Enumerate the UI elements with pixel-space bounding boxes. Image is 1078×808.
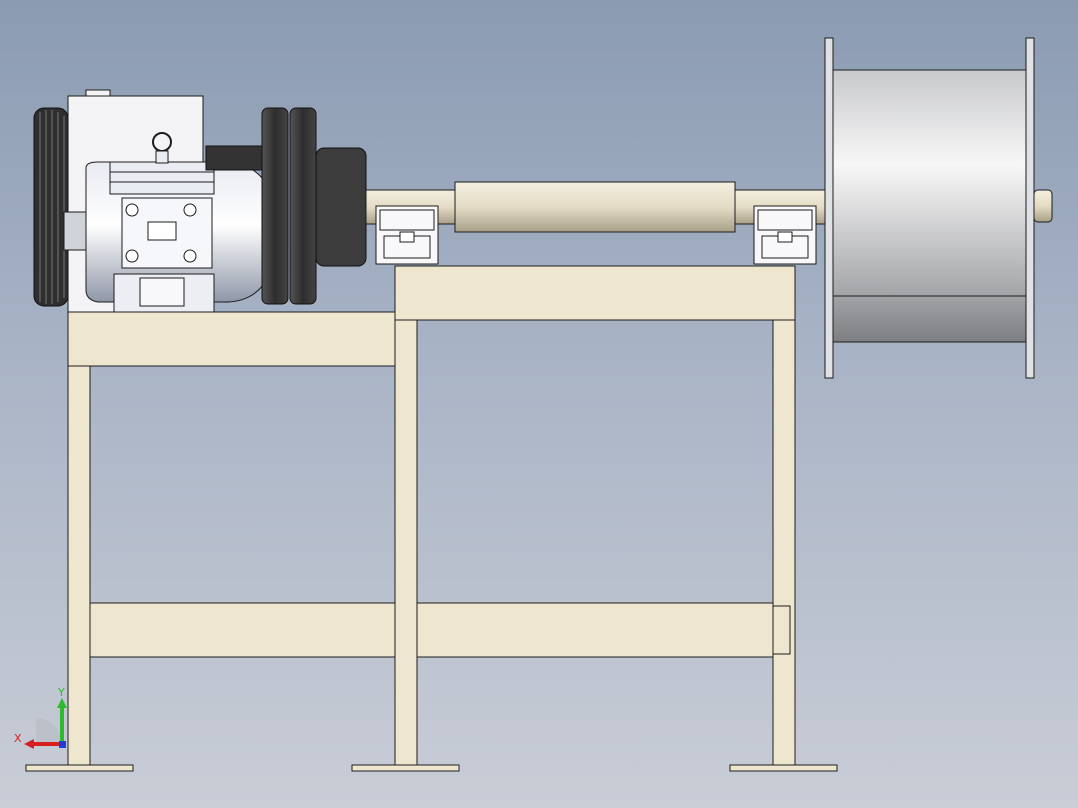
shaft-end [1033, 189, 1053, 223]
cross-beam-right [416, 602, 774, 658]
support-frame [25, 265, 838, 772]
motor-top-fins [109, 161, 215, 195]
drum-flange-right [1025, 37, 1035, 379]
housing-tab [85, 89, 111, 97]
bearing-block-left [375, 205, 439, 265]
foot-plate-left [25, 764, 134, 772]
main-shaft-assembly [365, 181, 1053, 265]
fan-cover [205, 145, 267, 171]
shaft-platform [394, 265, 796, 321]
shaft-sleeve [454, 181, 736, 233]
z-axis-marker [59, 741, 66, 748]
foot-plate-middle [351, 764, 460, 772]
x-axis-label: X [14, 732, 22, 745]
cable-drum [824, 37, 1035, 379]
drum-body [829, 69, 1029, 343]
drum-flange-left [824, 37, 834, 379]
motor-nameplate [147, 221, 177, 241]
cross-beam-left [89, 602, 396, 658]
axis-triad-graphic [24, 698, 67, 749]
y-axis-label: Y [58, 686, 65, 699]
beam-end-cap [773, 605, 791, 655]
coupling-disc-left [261, 107, 289, 305]
motor-assembly [33, 89, 367, 313]
bearing-block-right [753, 205, 817, 265]
leg-right [772, 319, 796, 766]
leg-middle [394, 319, 418, 766]
foot-plate-right [729, 764, 838, 772]
coordinate-triad[interactable]: X Y [12, 686, 82, 756]
coupling-disc-right [289, 107, 317, 305]
coupling-hub [315, 147, 367, 267]
v-belt-pulley [33, 107, 69, 307]
motor-platform [67, 311, 396, 367]
